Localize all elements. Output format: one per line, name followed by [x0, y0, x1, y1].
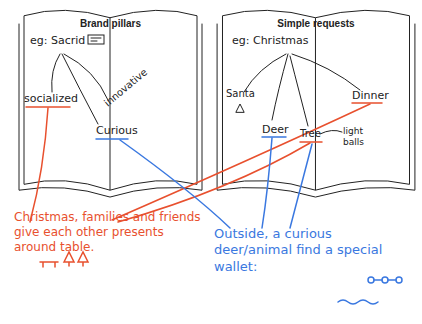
- underline: [96, 138, 128, 140]
- branch-line: [272, 54, 288, 120]
- table-doodle: [40, 262, 58, 267]
- branch-line: [320, 130, 342, 134]
- book-line: [24, 10, 197, 190]
- leader-line: [290, 144, 312, 228]
- wallet-doodle: [382, 277, 388, 283]
- wallet-doodle: [396, 277, 402, 283]
- underline: [300, 141, 322, 143]
- underline: [352, 102, 382, 104]
- wallet-doodle: [368, 277, 374, 283]
- wallet-doodle: [374, 279, 396, 281]
- mind-map-word: eg: Christmas: [232, 34, 308, 48]
- book-title: Simple requests: [216, 18, 416, 29]
- sacrid-icon-lines: [91, 38, 101, 41]
- leader-line: [30, 108, 48, 222]
- book-line: [315, 18, 316, 190]
- branch-line: [292, 54, 360, 90]
- book-line: [217, 24, 415, 191]
- mind-map-word: Deer: [262, 123, 289, 137]
- mind-map-word: socialized: [24, 92, 78, 106]
- sacrid-icon: [88, 35, 104, 44]
- underline: [262, 136, 286, 138]
- book-line: [19, 24, 202, 191]
- book-title: Brand pillars: [18, 18, 203, 29]
- mind-map-word: Tree: [300, 128, 321, 141]
- tree-doodle: [64, 252, 74, 266]
- mind-map-branches: [52, 35, 360, 134]
- branch-line: [52, 54, 60, 92]
- santa-hat-icon: [236, 104, 244, 112]
- wallet-doodle: [338, 300, 378, 304]
- tree-doodle: [78, 252, 88, 266]
- annotation-note: Outside, a curious deer/animal find a sp…: [214, 226, 414, 275]
- book-line: [217, 187, 415, 197]
- book-line: [222, 10, 409, 190]
- branch-line: [62, 54, 98, 124]
- mind-map-word: Dinner: [352, 89, 389, 103]
- annotation-note: Christmas, families and friends give eac…: [14, 210, 204, 255]
- mind-map-word: Santa: [226, 88, 255, 101]
- leader-line: [262, 138, 272, 228]
- mind-map-word: eg: Sacrid: [30, 34, 85, 48]
- branch-line: [290, 56, 308, 126]
- mind-map-word: light balls: [343, 126, 375, 149]
- mind-map-word: Curious: [96, 124, 138, 138]
